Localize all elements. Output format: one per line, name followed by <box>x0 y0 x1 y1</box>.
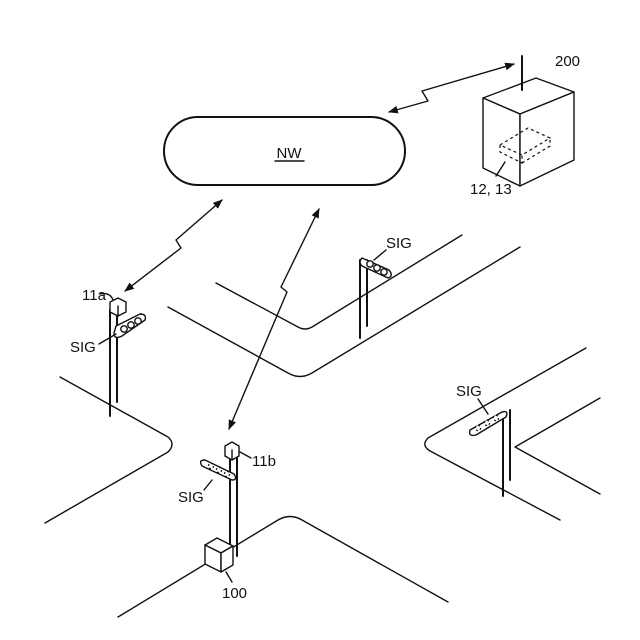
signal-label: SIG <box>456 383 482 400</box>
road-edge <box>515 398 600 494</box>
controller-label: 100 <box>222 585 247 602</box>
controller-leader <box>226 572 232 582</box>
signal-lamp <box>475 425 480 430</box>
signal-lamp <box>367 261 373 267</box>
signal-lamp <box>128 322 134 328</box>
signal-lamp <box>224 471 229 476</box>
network-cloud: NW <box>164 117 405 185</box>
road-network <box>45 235 600 617</box>
signal-lamp <box>208 463 213 468</box>
server-front-face <box>483 98 520 186</box>
signal-leader <box>478 399 488 414</box>
signal-lamp <box>381 269 387 275</box>
storage-label: 12, 13 <box>470 181 512 198</box>
signal-lamp <box>484 420 489 425</box>
signal-pole-top: SIG <box>360 235 412 338</box>
road-edge <box>45 377 172 523</box>
road-edge <box>118 517 448 618</box>
signal-leader <box>374 250 386 260</box>
network-label: NW <box>277 145 303 162</box>
signal-leader <box>204 480 212 490</box>
road-edge <box>216 235 462 329</box>
sensor-11b-label: 11b <box>252 453 276 470</box>
link-nw-sensor-11b <box>229 209 319 429</box>
signal-leader <box>99 334 116 344</box>
signal-pole-11a: 11a SIG <box>70 287 145 416</box>
sensor-11a-label: 11a <box>82 287 107 304</box>
signal-lamp <box>121 326 127 332</box>
link-nw-sensor-11a <box>125 200 222 291</box>
server-label: 200 <box>555 53 580 70</box>
signal-label: SIG <box>70 339 96 356</box>
server-200: 200 12, 13 <box>470 53 580 198</box>
signal-lamp <box>374 265 380 271</box>
signal-pole-11b: 11b SIG 100 <box>178 442 276 602</box>
signal-lamp <box>135 318 141 324</box>
road-edge <box>168 247 520 377</box>
controller-100 <box>205 538 233 572</box>
signal-label: SIG <box>178 489 204 506</box>
signal-lamp <box>493 415 498 420</box>
road-edge <box>425 348 586 520</box>
signal-lamp <box>216 467 221 472</box>
signal-label: SIG <box>386 235 412 252</box>
sensor-11b-leader <box>240 452 251 458</box>
